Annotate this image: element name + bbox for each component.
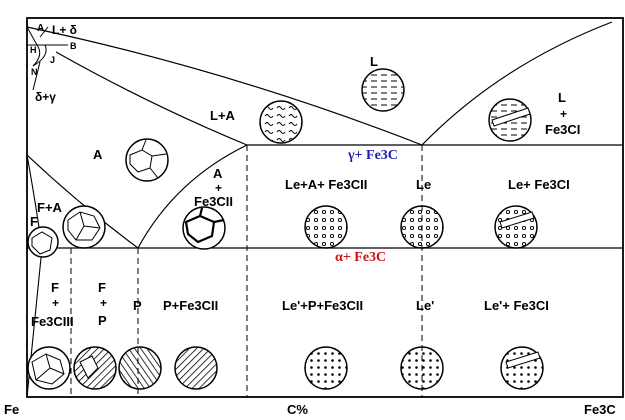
A-Fe3CII-plus-label: + [215, 181, 222, 195]
L-region-label: L [370, 54, 378, 69]
F-Fe3CIII-F-label: F [51, 280, 59, 295]
microstructure-F-Fe3CIII [27, 346, 71, 390]
point-B-label: B [70, 41, 77, 51]
microstructure-Lep-Fe3CI [500, 346, 544, 390]
L-delta-label: L+ δ [52, 23, 77, 37]
microstructure-F-A-1 [27, 226, 59, 258]
axis-center-label: C% [287, 402, 308, 417]
delta-boundary [26, 26, 38, 46]
arrow-L-delta [39, 26, 49, 38]
F-P-F-label: F [98, 280, 106, 295]
microstructure-L-Fe3CI [488, 98, 532, 142]
delta-gamma-label: δ+γ [35, 90, 56, 104]
microstructure-P-Fe3CII [174, 346, 218, 390]
PQ-line [26, 247, 43, 398]
microstructure-Le-A-Fe3CII [304, 205, 348, 249]
Lep-P-Fe3CII-label: Le'+P+Fe3CII [282, 298, 363, 313]
P-Fe3CII-label: P+Fe3CII [163, 298, 218, 313]
arrow-delta-gamma [32, 61, 41, 91]
alpha-Fe3C-label: α+ Fe3C [335, 250, 386, 265]
liquidus-right [421, 21, 613, 146]
austenite-region-label: A [93, 147, 103, 162]
microstructure-F-P [73, 346, 117, 390]
A-Fe3CII-A-label: A [213, 166, 223, 181]
microstructure-Lep [400, 346, 444, 390]
A-Fe3CII-phase-label: Fe3CII [194, 194, 233, 209]
F-Fe3CIII-plus-label: + [52, 296, 59, 310]
L-Fe3CI-phase-label: Fe3CI [545, 122, 580, 137]
diagram-frame [26, 17, 624, 398]
microstructure-pearlite [118, 346, 162, 390]
microstructure-L-A [259, 100, 303, 144]
microstructure-austenite [125, 138, 169, 182]
Le-Fe3CI-label: Le+ Fe3CI [508, 177, 570, 192]
solidus-AE [55, 51, 248, 146]
Le-A-Fe3CII-label: Le+A+ Fe3CII [285, 177, 367, 192]
ES-line [137, 144, 248, 249]
microstructure-Le-Fe3CI [494, 205, 538, 249]
F-P-plus-label: + [100, 296, 107, 310]
microstructure-A-Fe3CII [182, 206, 226, 250]
Lep-Fe3CI-label: Le'+ Fe3CI [484, 298, 549, 313]
delta-gamma-curve [32, 44, 41, 67]
liquidus-left [26, 26, 423, 146]
microstructure-liquid [361, 68, 405, 112]
L-Fe3CI-plus-label: + [560, 107, 567, 121]
gamma-Fe3C-label: γ+ Fe3C [347, 148, 398, 163]
Le-label: Le [416, 177, 431, 192]
L-A-region-label: L+A [210, 108, 236, 123]
GS-line [26, 154, 139, 249]
pearlite-label: P [133, 298, 142, 313]
delta-gamma-curve2 [32, 44, 47, 67]
Lep-label: Le' [416, 298, 434, 313]
point-J-label: J [50, 55, 55, 65]
microstructure-Lep-P-Fe3CII [304, 346, 348, 390]
point-H-label: H [30, 45, 37, 55]
F-A-region-label: F+A [37, 200, 63, 215]
microstructure-Le [400, 205, 444, 249]
F-P-P-label: P [98, 313, 107, 328]
point-N-label: N [31, 67, 38, 77]
axis-left-label: Fe [4, 402, 19, 417]
L-Fe3CI-L-label: L [558, 90, 566, 105]
microstructure-F-A-2 [62, 205, 106, 249]
F-Fe3CIII-phase-label: Fe3CIII [31, 314, 74, 329]
axis-right-label: Fe3C [584, 402, 616, 417]
point-A-label: A [37, 23, 44, 34]
ferrite-region-label: F [30, 214, 38, 229]
